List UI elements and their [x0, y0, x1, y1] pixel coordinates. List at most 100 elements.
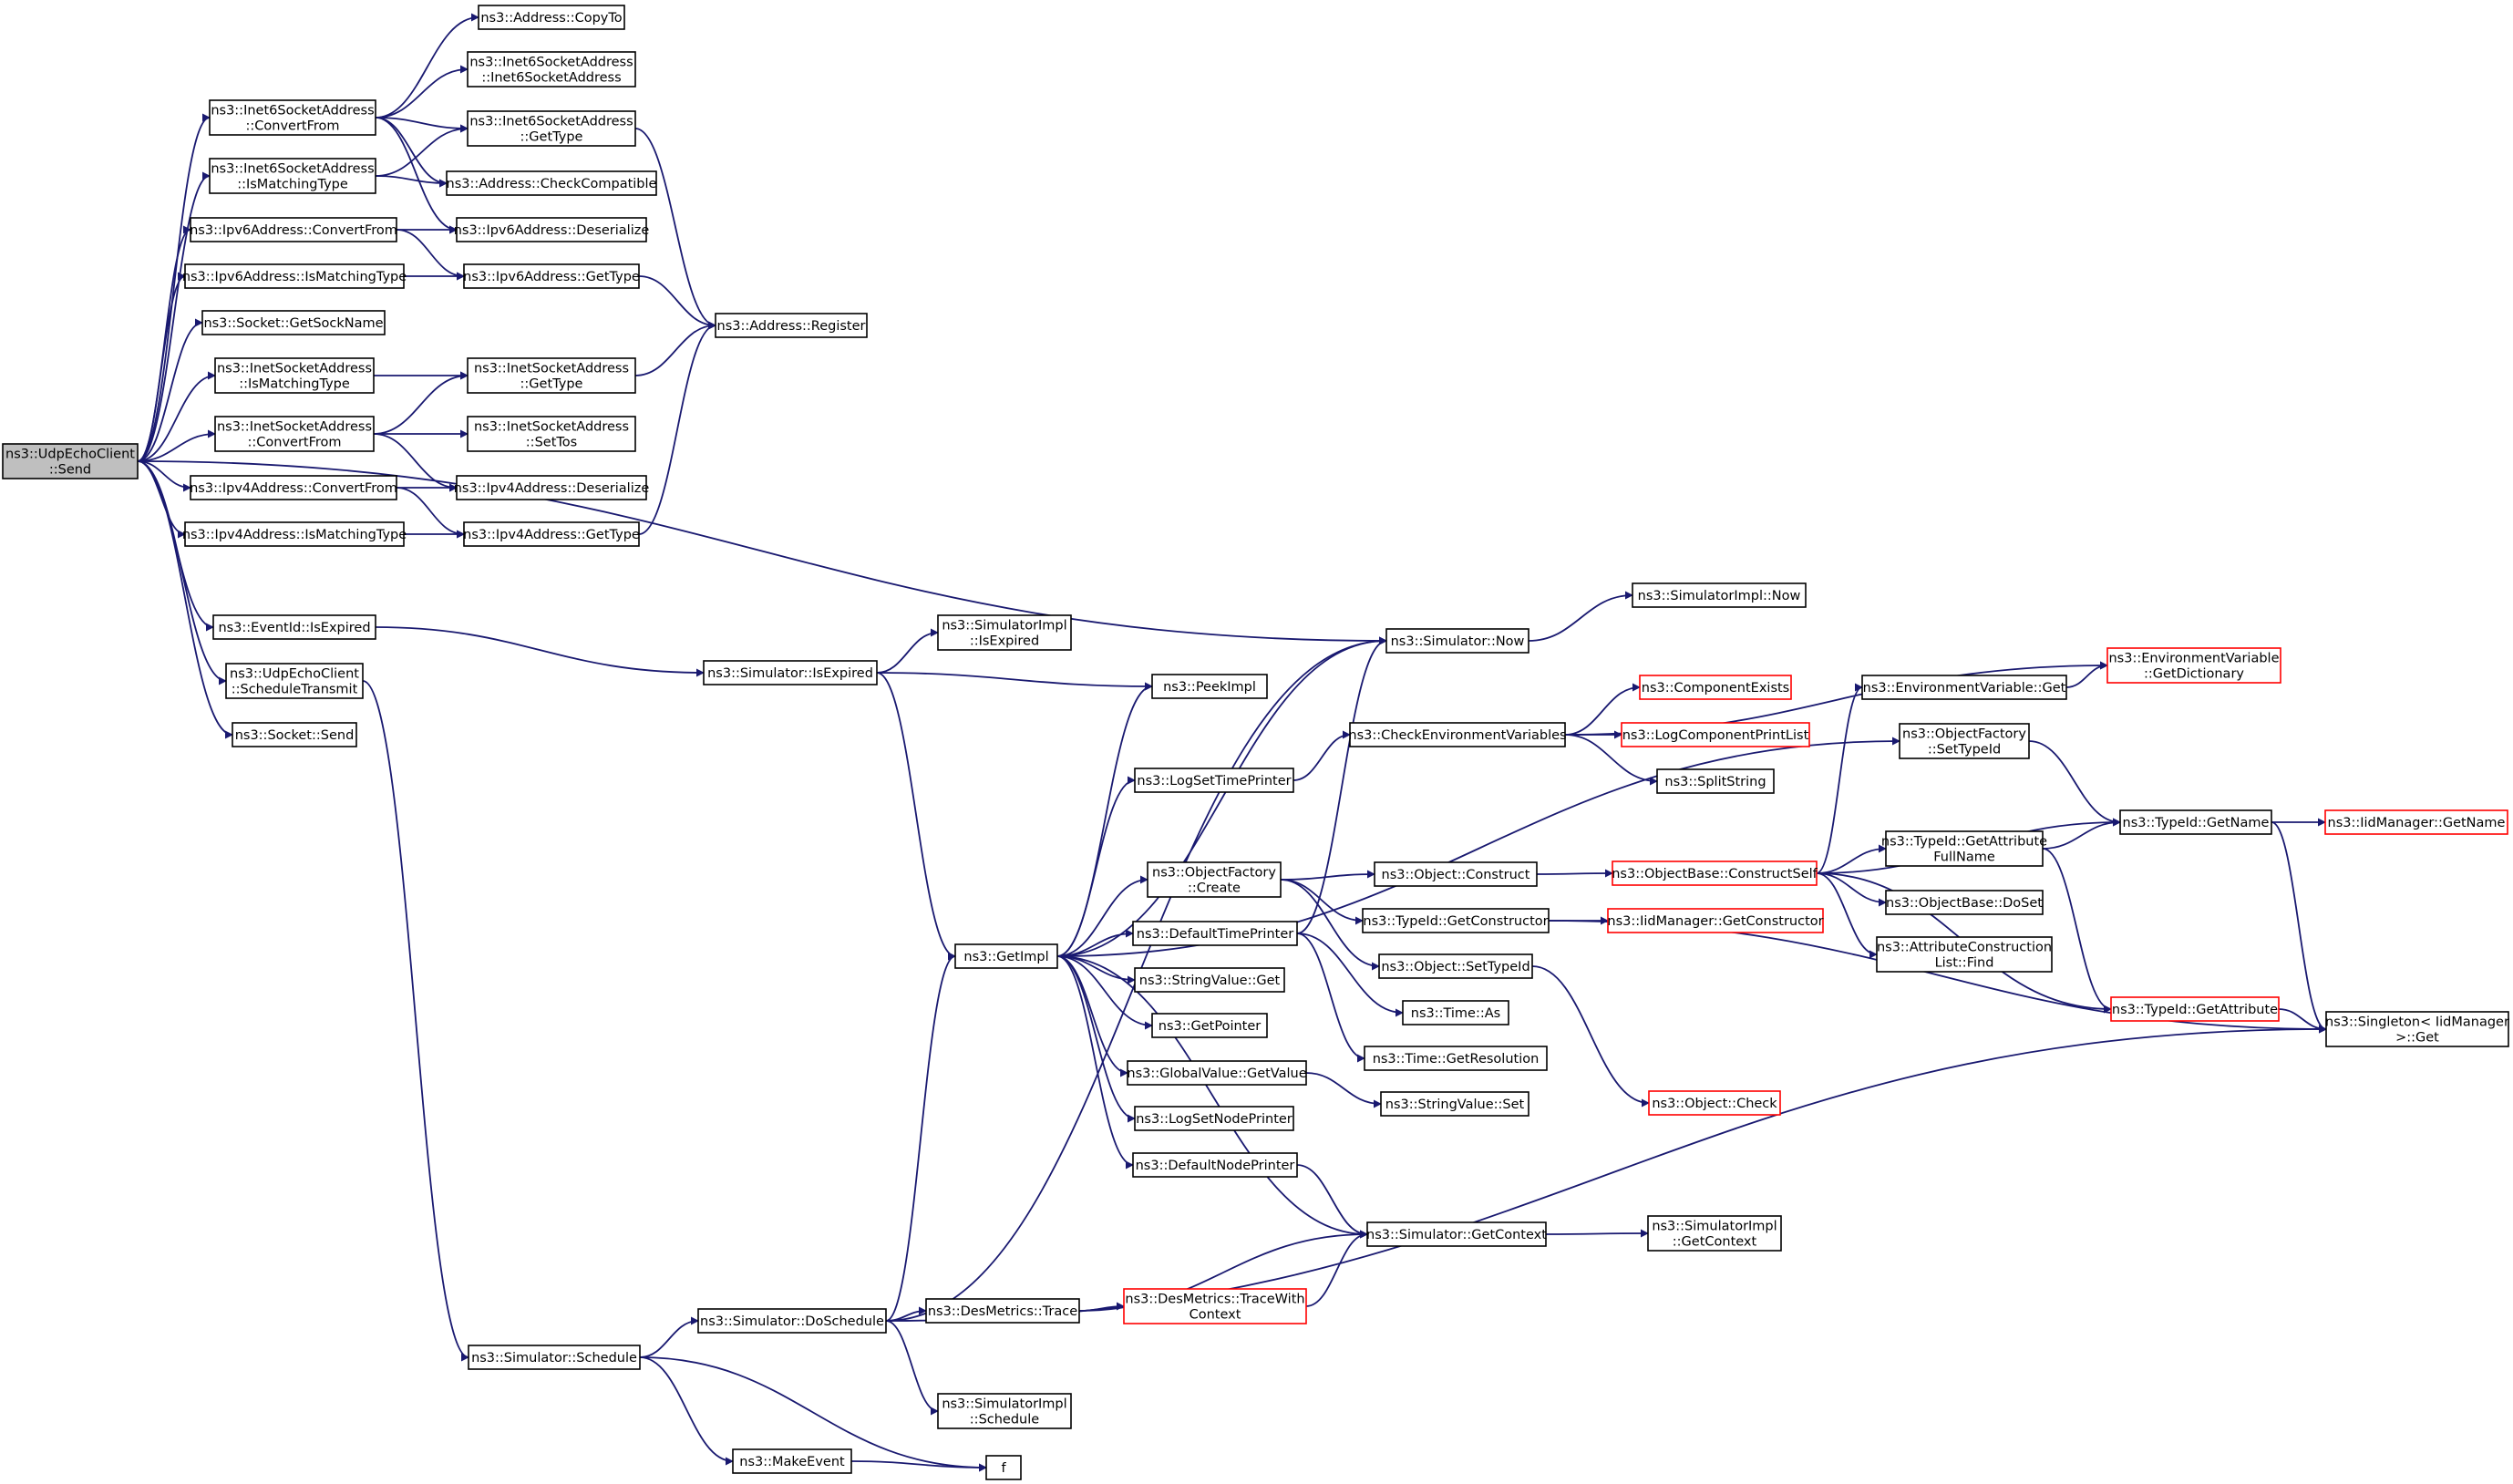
node-ipv6-convert[interactable]: ns3::Ipv6Address::ConvertFrom	[190, 217, 397, 242]
node-root[interactable]: ns3::UdpEchoClient::Send	[2, 443, 139, 479]
node-inet6-gettype[interactable]: ns3::Inet6SocketAddress::GetType	[467, 110, 636, 147]
node-sim-getcontext[interactable]: ns3::Simulator::GetContext	[1366, 1221, 1547, 1247]
node-object-construct[interactable]: ns3::Object::Construct	[1374, 861, 1538, 887]
node-label: ns3::Simulator::Schedule	[471, 1351, 637, 1365]
node-box	[463, 263, 640, 289]
node-logcompprintlist[interactable]: ns3::LogComponentPrintList	[1621, 722, 1810, 747]
node-label: ns3::Simulator::IsExpired	[707, 666, 873, 681]
node-label: ::Send	[49, 463, 91, 478]
node-object-settypeid[interactable]: ns3::Object::SetTypeId	[1378, 953, 1533, 979]
node-peekimpl[interactable]: ns3::PeekImpl	[1151, 674, 1268, 699]
edge-root-to-sim_now	[137, 460, 1387, 645]
node-stringvalue-get[interactable]: ns3::StringValue::Get	[1134, 967, 1285, 993]
node-getimpl[interactable]: ns3::GetImpl	[954, 943, 1058, 969]
node-box	[190, 217, 397, 242]
node-objfactory-create[interactable]: ns3::ObjectFactory::Create	[1147, 861, 1282, 898]
node-logsetnodeprinter[interactable]: ns3::LogSetNodePrinter	[1134, 1106, 1294, 1131]
node-ipv4-ismatch[interactable]: ns3::Ipv4Address::IsMatchingType	[182, 521, 407, 547]
node-inet-ismatch[interactable]: ns3::InetSocketAddress::IsMatchingType	[214, 357, 375, 394]
node-label: ns3::TypeId::GetName	[2123, 816, 2270, 830]
edge-objbase_constructself-to-attrconstr_find	[1816, 872, 1878, 959]
edge-inet6_gettype-to-addr_register	[634, 128, 716, 330]
node-label: ns3::Ipv4Address::Deserialize	[454, 481, 650, 496]
node-box	[1899, 723, 2030, 759]
node-splitstring[interactable]: ns3::SplitString	[1656, 768, 1775, 794]
node-checkenv[interactable]: ns3::CheckEnvironmentVariables	[1348, 722, 1567, 747]
node-udp-schedtx[interactable]: ns3::UdpEchoClient::ScheduleTransmit	[225, 663, 364, 699]
node-addr-checkcompat[interactable]: ns3::Address::CheckCompatible	[446, 170, 657, 196]
node-inet6-ctor[interactable]: ns3::Inet6SocketAddress::Inet6SocketAddr…	[467, 51, 636, 88]
node-sim-isexpired[interactable]: ns3::Simulator::IsExpired	[703, 660, 878, 685]
node-defaulttimeprinter[interactable]: ns3::DefaultTimePrinter	[1132, 921, 1298, 946]
node-inet6-ismatch[interactable]: ns3::Inet6SocketAddress::IsMatchingType	[209, 158, 376, 194]
node-componentexists[interactable]: ns3::ComponentExists	[1639, 675, 1792, 700]
node-logsettimeprinter[interactable]: ns3::LogSetTimePrinter	[1134, 768, 1294, 793]
edge-getimpl-to-sim_getcontext	[1056, 955, 1368, 1239]
node-box	[463, 521, 640, 547]
node-objbase-doset[interactable]: ns3::ObjectBase::DoSet	[1885, 890, 2044, 915]
node-simimpl-now[interactable]: ns3::SimulatorImpl::Now	[1632, 582, 1807, 608]
node-box	[1134, 967, 1285, 993]
node-defaultnodeprinter[interactable]: ns3::DefaultNodePrinter	[1132, 1152, 1298, 1178]
node-box	[1885, 890, 2044, 915]
node-label: ns3::Inet6SocketAddress	[211, 162, 374, 177]
node-ipv4-convert[interactable]: ns3::Ipv4Address::ConvertFrom	[190, 475, 397, 500]
node-simimpl-getcontext[interactable]: ns3::SimulatorImpl::GetContext	[1647, 1215, 1782, 1252]
node-ipv4-gettype[interactable]: ns3::Ipv4Address::GetType	[463, 521, 640, 547]
node-simimpl-isexpired[interactable]: ns3::SimulatorImpl::IsExpired	[937, 614, 1072, 651]
node-addr-register[interactable]: ns3::Address::Register	[715, 313, 868, 338]
node-socket-getsockname[interactable]: ns3::Socket::GetSockName	[201, 310, 386, 335]
node-ipv6-ismatch[interactable]: ns3::Ipv6Address::IsMatchingType	[182, 263, 407, 289]
node-socket-send[interactable]: ns3::Socket::Send	[232, 722, 357, 747]
node-simimpl-schedule[interactable]: ns3::SimulatorImpl::Schedule	[937, 1393, 1072, 1429]
node-desmetrics-trace[interactable]: ns3::DesMetrics::Trace	[925, 1298, 1080, 1324]
node-time-as[interactable]: ns3::Time::As	[1402, 1000, 1509, 1025]
node-eventid-isexpired[interactable]: ns3::EventId::IsExpired	[212, 614, 376, 640]
node-ipv6-deser[interactable]: ns3::Ipv6Address::Deserialize	[454, 217, 650, 242]
node-getpointer[interactable]: ns3::GetPointer	[1151, 1013, 1268, 1038]
node-addr-copyto[interactable]: ns3::Address::CopyTo	[478, 5, 625, 30]
node-inet-gettype[interactable]: ns3::InetSocketAddress::GetType	[467, 357, 636, 394]
node-typeid-getattr[interactable]: ns3::TypeId::GetAttribute	[2110, 996, 2280, 1022]
node-box	[697, 1308, 887, 1334]
node-time-getres[interactable]: ns3::Time::GetResolution	[1364, 1046, 1548, 1071]
node-f[interactable]: f	[985, 1455, 1022, 1480]
node-box	[937, 1393, 1072, 1429]
node-label: ns3::MakeEvent	[739, 1455, 845, 1469]
node-objbase-constructself[interactable]: ns3::ObjectBase::ConstructSelf	[1612, 861, 1818, 886]
node-envvar-get[interactable]: ns3::EnvironmentVariable::Get	[1861, 675, 2067, 700]
node-ipv4-deser[interactable]: ns3::Ipv4Address::Deserialize	[454, 475, 650, 500]
node-envvar-getdict[interactable]: ns3::EnvironmentVariable::GetDictionary	[2106, 647, 2281, 684]
node-objfactory-settypeid[interactable]: ns3::ObjectFactory::SetTypeId	[1899, 723, 2030, 759]
node-box	[1134, 768, 1294, 793]
node-sim-now[interactable]: ns3::Simulator::Now	[1385, 628, 1529, 654]
node-typeid-getctor[interactable]: ns3::TypeId::GetConstructor	[1362, 908, 1550, 933]
node-makeevent[interactable]: ns3::MakeEvent	[732, 1448, 852, 1474]
node-label: ::ConvertFrom	[247, 436, 341, 450]
node-singleton-get[interactable]: ns3::Singleton< IidManager>::Get	[2325, 1011, 2509, 1047]
node-iidmgr-getname[interactable]: ns3::IidManager::GetName	[2324, 809, 2508, 835]
node-inet-settos[interactable]: ns3::InetSocketAddress::SetTos	[467, 416, 636, 452]
node-typeid-getname[interactable]: ns3::TypeId::GetName	[2119, 809, 2272, 835]
edge-inet6_convert-to-addr_copyto	[375, 13, 479, 119]
node-sim-doschedule[interactable]: ns3::Simulator::DoSchedule	[697, 1308, 887, 1334]
edge-inet_convert-to-ipv4_deser	[373, 433, 458, 492]
node-label: ns3::Time::GetResolution	[1373, 1052, 1540, 1067]
node-label: ns3::StringValue::Set	[1385, 1098, 1525, 1112]
node-iidmgr-getctor[interactable]: ns3::IidManager::GetConstructor	[1607, 908, 1824, 933]
node-label: ns3::IidManager::GetConstructor	[1607, 914, 1823, 929]
node-inet6-convert[interactable]: ns3::Inet6SocketAddress::ConvertFrom	[209, 99, 376, 136]
node-ipv6-gettype[interactable]: ns3::Ipv6Address::GetType	[463, 263, 640, 289]
node-object-check[interactable]: ns3::Object::Check	[1648, 1090, 1781, 1116]
edge-globalvalue_getvalue-to-stringvalue_set	[1305, 1072, 1382, 1108]
node-label: ns3::LogSetTimePrinter	[1137, 774, 1291, 788]
edge-checkenv-to-splitstring	[1564, 734, 1658, 786]
node-stringvalue-set[interactable]: ns3::StringValue::Set	[1380, 1091, 1529, 1117]
node-sim-schedule[interactable]: ns3::Simulator::Schedule	[468, 1345, 641, 1370]
node-globalvalue-getvalue[interactable]: ns3::GlobalValue::GetValue	[1127, 1060, 1307, 1086]
node-inet-convert[interactable]: ns3::InetSocketAddress::ConvertFrom	[214, 416, 375, 452]
